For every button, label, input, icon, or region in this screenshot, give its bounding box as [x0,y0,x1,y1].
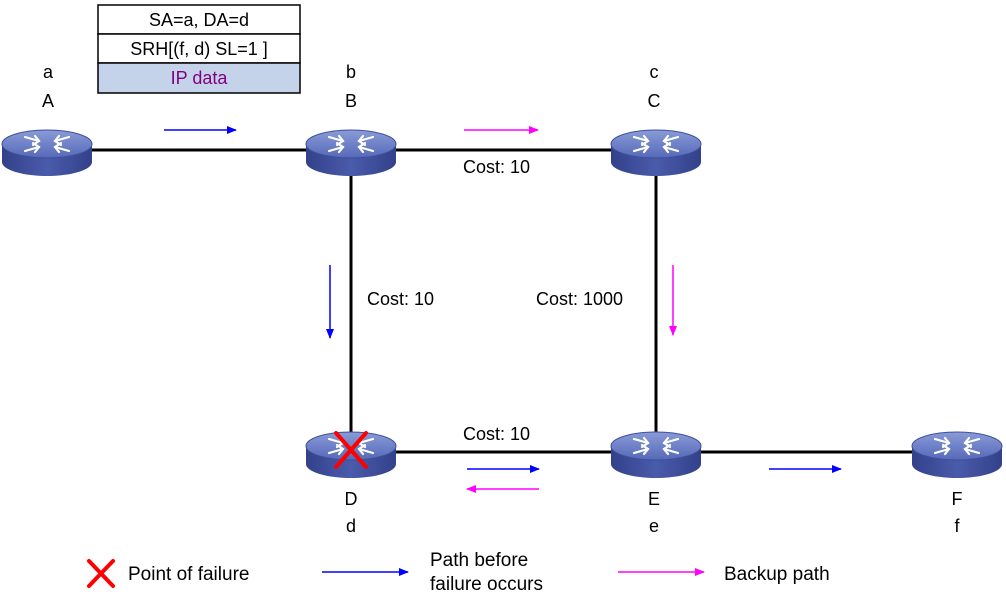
legend-path-before-line1: Path before [430,550,528,571]
node-c-name: C [648,91,661,111]
node-a-address: a [43,62,54,82]
primary-path-arrows [164,126,842,473]
header-row-2-text: IP data [171,68,229,88]
legend: Point of failure Path before failure occ… [87,550,830,595]
node-e-name: E [648,489,660,509]
router-icon-b[interactable] [304,128,398,178]
cost-label-c-e: Cost: 1000 [536,289,623,309]
header-row-0 [97,4,301,35]
node-b-address: b [346,62,356,82]
cost-label-d-e: Cost: 10 [463,424,530,444]
node-d-name: D [345,489,358,509]
header-row-2 [97,62,301,94]
node-b-name: B [345,91,357,111]
node-f-name: F [952,489,963,509]
node-a-name: A [42,91,54,111]
node-f-address: f [954,516,960,536]
legend-x-mark-icon [87,559,115,588]
router-icon-a[interactable] [0,128,94,178]
header-row-0-text: SA=a, DA=d [149,10,249,30]
header-row-1 [97,33,301,64]
router-icon-f[interactable] [910,430,1004,480]
packet-header: SA=a, DA=d SRH[(f, d) SL=1 ] IP data [97,4,301,94]
cost-label-b-c: Cost: 10 [463,157,530,177]
failure-x-mark-icon [334,431,368,469]
node-c-address: c [650,62,659,82]
legend-backup-label: Backup path [724,564,830,585]
links [90,148,915,454]
router-icon-e[interactable] [609,430,703,480]
router-icon-d[interactable] [304,430,398,480]
header-row-1-text: SRH[(f, d) SL=1 ] [130,39,268,59]
legend-failure-label: Point of failure [128,564,249,585]
backup-path-arrows [464,126,677,493]
node-d-address: d [346,516,356,536]
legend-path-before-line2: failure occurs [430,574,543,595]
node-e-address: e [649,516,659,536]
router-icon-c[interactable] [609,128,703,178]
cost-label-b-d: Cost: 10 [367,289,434,309]
